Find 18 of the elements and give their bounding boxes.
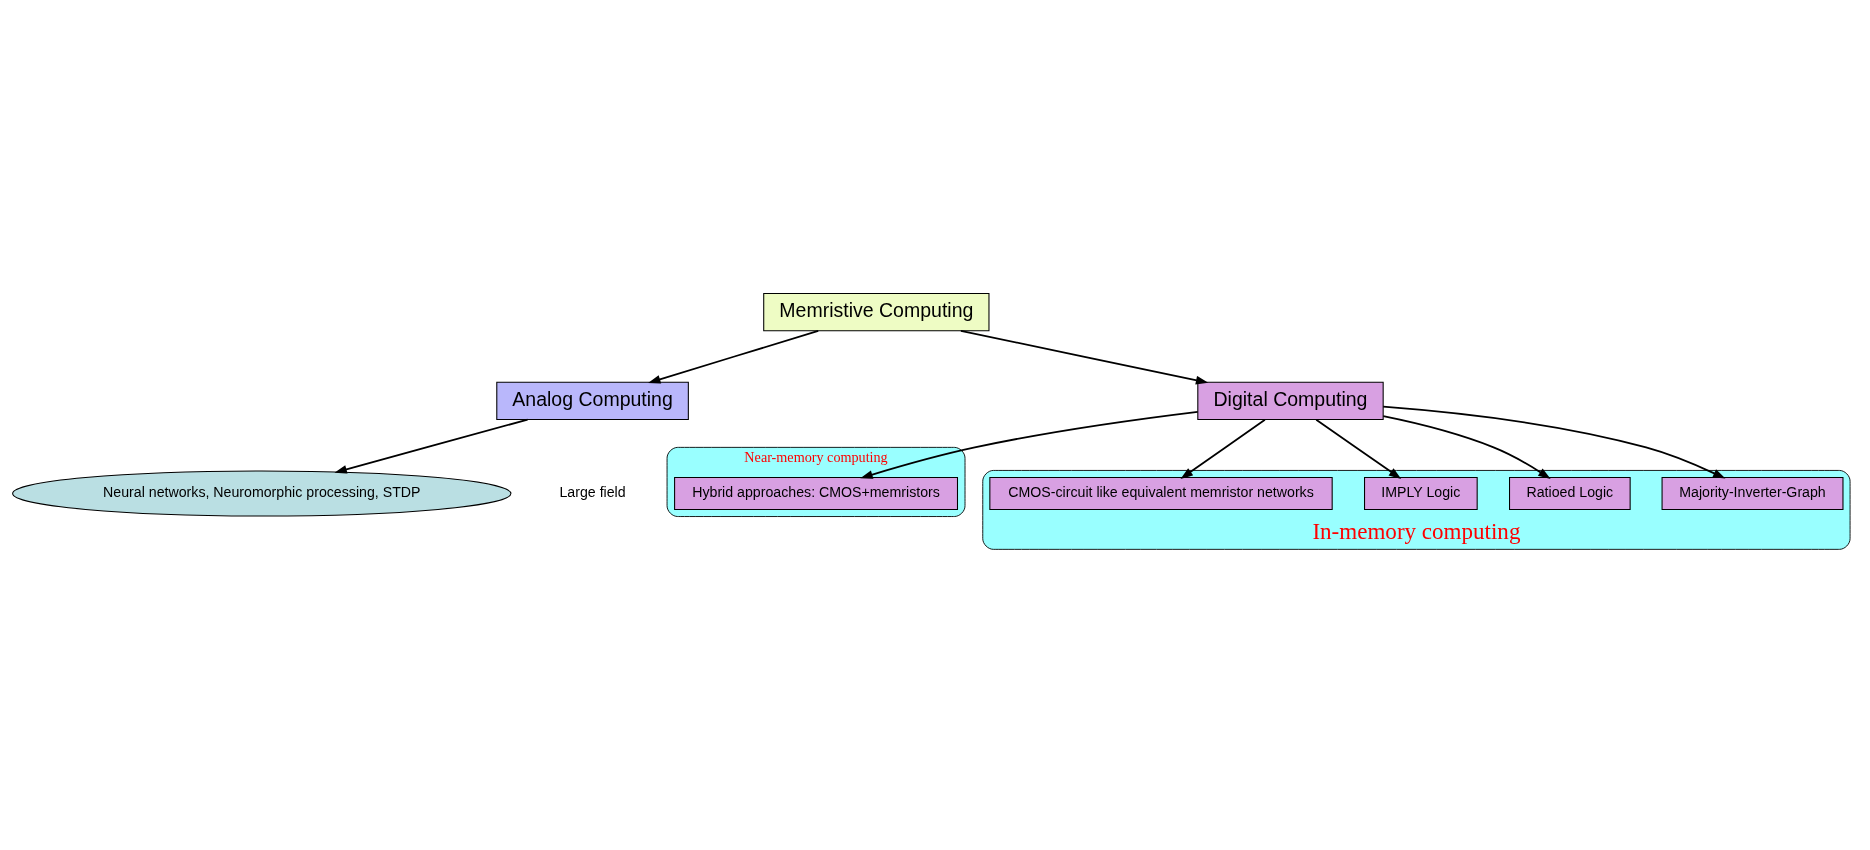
node-box: Digital Computing [1197,381,1384,420]
label: Large field [559,483,626,500]
arrow [960,329,1209,385]
node-box: Analog Computing [496,381,689,420]
arrow [1382,415,1551,479]
node-box: Hybrid approaches: CMOS+memristors [674,477,958,510]
node-ellipse: Neural networks, Neuromorphic processing, STDP [12,470,512,517]
arrow [334,418,529,474]
arrow [648,329,820,384]
node-box: CMOS-circuit like equivalent memristor networks [989,477,1333,510]
node-box: IMPLY Logic [1364,477,1478,510]
arrow [1382,405,1726,479]
arrow [860,410,1199,479]
node-box: Ratioed Logic [1509,477,1631,510]
arrow [1315,418,1402,479]
arrow [1180,418,1266,479]
node-box: Majority-Inverter-Graph [1661,477,1844,510]
node-box: Memristive Computing [763,293,990,332]
